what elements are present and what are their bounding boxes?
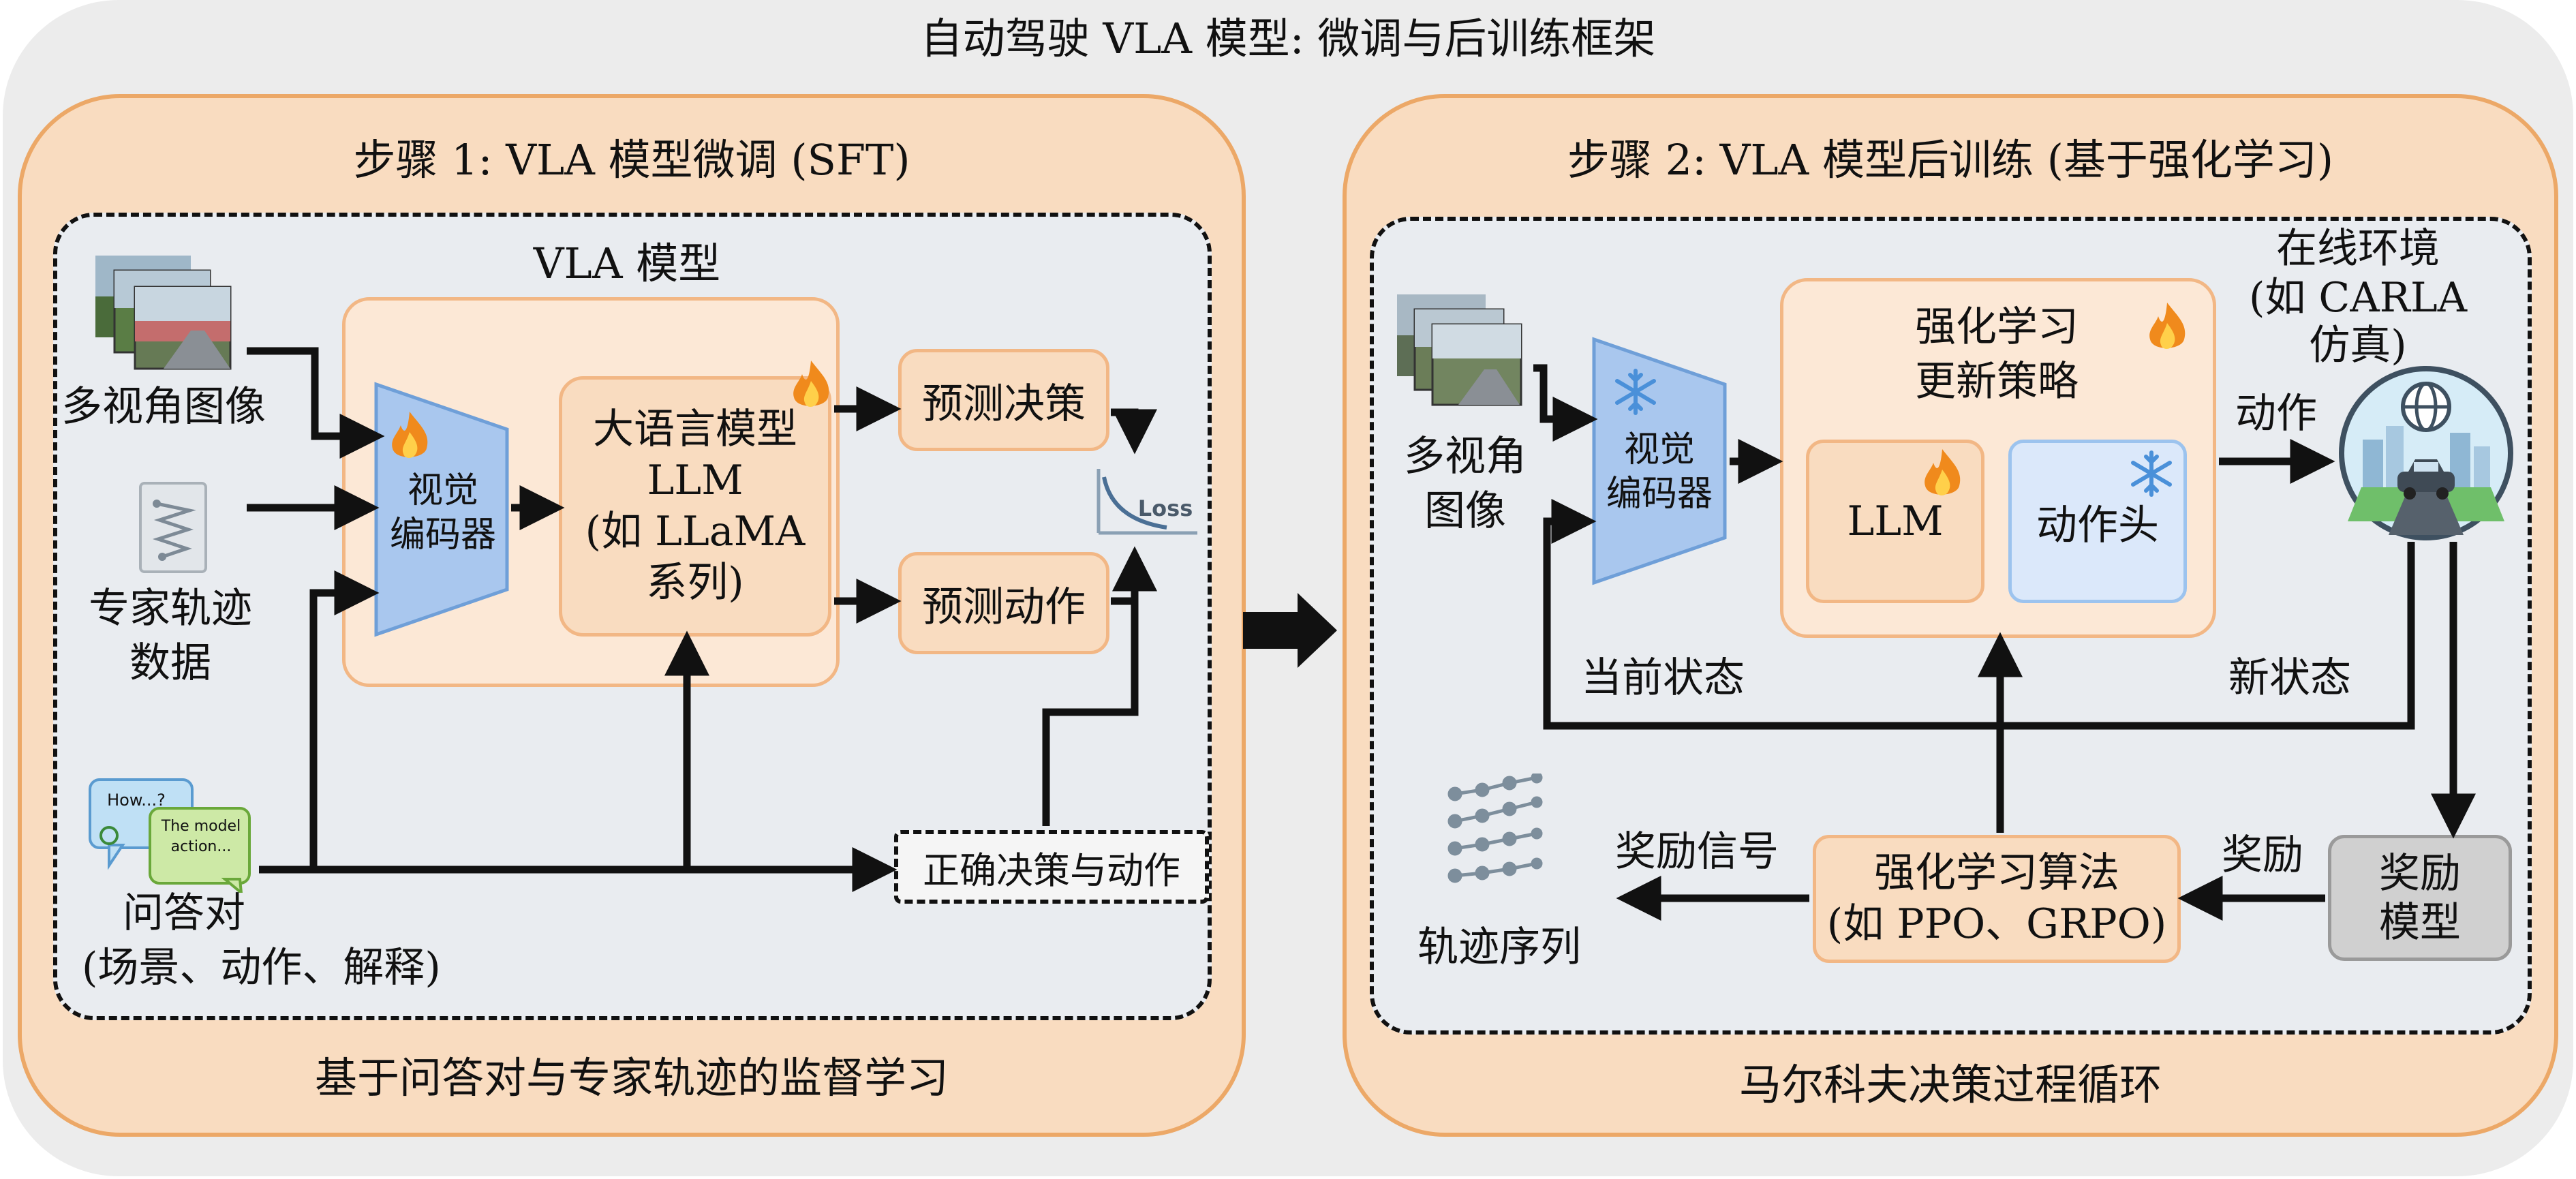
online-env-label-2: (如 CARLA: [2248, 274, 2468, 322]
chat-bubble-icon: [89, 777, 252, 896]
llm-label-3: (如 LLaMA: [585, 508, 806, 555]
flame-icon: [2143, 300, 2191, 354]
qa-bubble-2-text-2: action...: [170, 838, 232, 855]
llm-label-1: 大语言模型: [593, 405, 797, 453]
multi-view-label-1: 多视角: [1404, 433, 1527, 480]
vision-encoder-right-label-2: 编码器: [1606, 474, 1713, 515]
expert-trajectory-label-2: 数据: [129, 639, 211, 687]
step2-title: 步骤 2: VLA 模型后训练 (基于强化学习): [1567, 135, 2334, 185]
ground-truth-label: 正确决策与动作: [923, 848, 1180, 892]
llm-right-label: LLM: [1847, 497, 1944, 545]
vision-encoder-left-label-2: 编码器: [389, 515, 496, 555]
trajectory-sequence-label: 轨迹序列: [1417, 923, 1581, 971]
arrow-gt-to-loss: [1042, 557, 1139, 826]
arrow-env-to-encoder: [1543, 499, 2415, 730]
car-icon: [2392, 455, 2460, 503]
qa-pairs-label-2: (场景、动作、解释): [82, 944, 441, 992]
vision-encoder-right-label-1: 视觉: [1623, 429, 1695, 470]
rl-algorithm-label-1: 强化学习算法: [1874, 849, 2119, 897]
rl-algorithm-label-2: (如 PPO、GRPO): [1826, 900, 2167, 948]
flame-icon: [1918, 446, 1966, 501]
arrow-images-to-encoder: [247, 347, 385, 459]
llm-label-2: LLM: [647, 457, 743, 504]
rl-algorithm-box: 强化学习算法 (如 PPO、GRPO): [1813, 835, 2181, 963]
arrow-images-to-encoder-right: [1533, 364, 1598, 442]
flame-icon: [787, 358, 835, 412]
action-edge-label: 动作: [2235, 390, 2317, 438]
online-env-label-1: 在线环境: [2276, 225, 2440, 273]
predict-decision-label: 预测决策: [922, 380, 1086, 428]
qa-bubble-1-text: How...?: [107, 791, 166, 810]
online-env-label-3: 仿真): [2309, 322, 2407, 369]
rl-policy-label-1: 强化学习: [1915, 303, 2079, 351]
vision-encoder-left-label-1: 视觉: [407, 470, 478, 511]
multi-view-images-label: 多视角图像: [61, 383, 266, 431]
snowflake-icon: [1612, 368, 1659, 416]
multi-view-label-2: 图像: [1424, 487, 1506, 535]
arrow-decision-to-loss: [1111, 408, 1157, 455]
step2-caption: 马尔科夫决策过程循环: [1738, 1060, 2162, 1109]
reward-model-label-2: 模型: [2379, 898, 2461, 947]
new-state-label: 新状态: [2228, 654, 2351, 702]
vla-model-title: VLA 模型: [533, 239, 721, 288]
current-state-label: 当前状态: [1581, 654, 1745, 702]
rl-policy-label-2: 更新策略: [1915, 358, 2079, 405]
expert-trajectory-label-1: 专家轨迹: [89, 585, 252, 632]
camera-images-icon: [95, 256, 232, 371]
flame-icon: [386, 409, 433, 463]
action-head-box: 动作头: [2008, 440, 2187, 603]
ground-truth-box: 正确决策与动作: [894, 830, 1209, 904]
trajectory-icon: [1441, 771, 1564, 910]
arrow-qa-to-encoder: [309, 570, 380, 870]
reward-model-label-1: 奖励: [2379, 849, 2461, 898]
loss-label: Loss: [1137, 495, 1193, 521]
reward-model-box: 奖励 模型: [2328, 835, 2512, 961]
predict-action-label: 预测动作: [922, 583, 1086, 631]
action-head-label: 动作头: [2036, 501, 2159, 549]
reward-edge-label: 奖励: [2222, 831, 2303, 879]
qa-pairs-label-1: 问答对: [123, 889, 245, 937]
big-right-arrow-icon: [1243, 593, 1345, 668]
step1-title: 步骤 1: VLA 模型微调 (SFT): [353, 135, 910, 185]
globe-icon: [2334, 365, 2518, 542]
document-trajectory-icon: [136, 480, 211, 576]
llm-label-4: 系列): [646, 559, 744, 607]
camera-images-icon: [1397, 294, 1527, 407]
snowflake-icon: [2128, 450, 2175, 497]
diagram-title: 自动驾驶 VLA 模型: 微调与后训练框架: [920, 14, 1656, 63]
loss-curve-icon: [1092, 465, 1201, 540]
qa-bubble-2-text-1: The model: [161, 818, 241, 835]
predict-decision-box: 预测决策: [898, 349, 1109, 451]
reward-signal-label: 奖励信号: [1615, 828, 1779, 876]
step1-caption: 基于问答对与专家轨迹的监督学习: [314, 1053, 949, 1103]
